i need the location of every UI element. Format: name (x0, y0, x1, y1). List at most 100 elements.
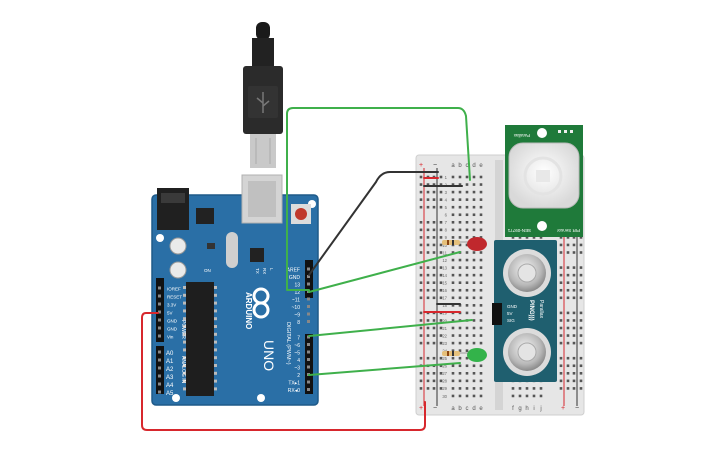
breadboard-row-label: 16 (442, 288, 447, 293)
power-pin[interactable] (158, 310, 161, 314)
power-pin[interactable] (158, 326, 161, 330)
breadboard-row-label: 27 (442, 371, 447, 376)
digital-pin[interactable] (307, 282, 310, 286)
breadboard-row-label: 18 (442, 303, 447, 308)
reset-button[interactable] (291, 204, 311, 224)
digital-pin[interactable] (307, 358, 310, 361)
analog-pin[interactable] (158, 358, 161, 362)
power-pin-label: IOREF (167, 287, 181, 292)
digital-pin[interactable] (307, 365, 310, 369)
power-pin-label: GND (167, 327, 178, 332)
digital-header-top (305, 260, 313, 298)
digital-pin-label: 8 (297, 320, 300, 326)
digital-pin[interactable] (307, 267, 310, 271)
breadboard-col-label: a (451, 163, 455, 169)
digital-pin-label: ~3 (294, 366, 300, 372)
ping-sensor[interactable]: GND 5V SIG PING))) Parallax (492, 240, 557, 382)
analog-pin-label: A4 (166, 383, 174, 389)
breadboard-row-label: 24 (442, 348, 447, 353)
breadboard-row-label: 19 (442, 311, 447, 316)
power-pin-label: 3.3V (167, 303, 176, 308)
arduino-brand-text: ARDUINO (244, 292, 253, 329)
digital-pin[interactable] (307, 380, 310, 384)
breadboard-row-label: 10 (442, 243, 447, 248)
digital-label: DIGITAL (PWM~) (285, 322, 291, 365)
rail-polarity-label: − (433, 405, 437, 412)
analog-pin-label: A2 (166, 367, 174, 373)
ping-line1: PING))) (528, 300, 534, 321)
digital-pin-label: 2 (297, 373, 300, 379)
digital-pin[interactable] (307, 335, 310, 339)
l-label: L (269, 268, 274, 271)
breadboard-row-label: 7 (445, 220, 448, 225)
breadboard-row-label: 26 (442, 364, 447, 369)
breadboard-row-label: 8 (445, 228, 448, 233)
digital-pin-label: 12 (294, 290, 300, 296)
digital-pin[interactable] (307, 343, 310, 346)
analog-pin[interactable] (158, 350, 161, 354)
digital-pin[interactable] (307, 320, 310, 323)
digital-pin[interactable] (307, 275, 310, 278)
breadboard-row-label: 1 (445, 175, 448, 180)
digital-pin[interactable] (307, 388, 310, 391)
tx-label: TX (255, 268, 260, 274)
power-header (156, 278, 164, 342)
breadboard-row-label: 2 (445, 182, 448, 187)
analog-pin[interactable] (158, 390, 161, 394)
power-pin-label: GND (167, 319, 178, 324)
power-pin[interactable] (158, 286, 161, 290)
ping-pin-5v: 5V (507, 311, 513, 316)
pir-line1: PIR Sensor (556, 228, 580, 233)
rail-polarity-label: + (419, 162, 423, 169)
digital-pin-label: GND (289, 275, 301, 281)
arduino-model-text: UNO (261, 340, 277, 371)
breadboard-row-label: 9 (445, 235, 448, 240)
digital-header-bottom (305, 334, 313, 394)
breadboard-row-label: 13 (442, 265, 447, 270)
breadboard-row-label: 22 (442, 333, 447, 338)
breadboard-col-label: j (539, 406, 541, 412)
digital-pin[interactable] (307, 297, 310, 301)
power-pin[interactable] (158, 294, 161, 298)
analog-label: ANALOG IN (180, 356, 186, 384)
breadboard-col-label: d (472, 163, 475, 169)
on-label: ON (204, 268, 211, 273)
analog-pin[interactable] (158, 382, 161, 386)
green-led[interactable] (442, 348, 487, 362)
pir-sensor[interactable]: Parallax PIR Sensor SEN-09771 (505, 125, 583, 237)
breadboard-row-label: 21 (442, 326, 447, 331)
power-label: POWER (180, 320, 186, 339)
digital-pin-label: RX◂0 (288, 388, 300, 394)
breadboard-row-label: 6 (445, 213, 448, 218)
breadboard-col-label: i (533, 406, 534, 412)
wire-red-led (308, 251, 461, 293)
atmega-chip (183, 282, 217, 396)
arduino-uno-board[interactable]: ARDUINO UNO DIGITAL (PWM~) POWER ANALOG … (151, 174, 319, 406)
breadboard-row-label: 28 (442, 379, 447, 384)
breadboard-col-label: c (466, 163, 469, 169)
ping-pin-sig: SIG (507, 318, 515, 323)
power-pin[interactable] (158, 318, 161, 322)
wire-pir-signal (286, 107, 471, 291)
pir-line3: Parallax (513, 133, 530, 138)
digital-pin[interactable] (307, 312, 310, 316)
red-led[interactable] (442, 237, 487, 251)
wires (141, 107, 473, 431)
digital-pin-label: ~9 (294, 313, 300, 319)
breadboard-row-label: 15 (442, 281, 447, 286)
analog-pin-label: A0 (166, 351, 174, 357)
usb-icon (256, 92, 270, 113)
breadboard-row-label: 17 (442, 296, 447, 301)
analog-pin[interactable] (158, 374, 161, 378)
digital-pin[interactable] (307, 305, 310, 308)
power-pin[interactable] (158, 302, 161, 306)
digital-pin-label: ~11 (292, 298, 300, 304)
digital-pin-label: ~6 (294, 343, 300, 349)
analog-pin-label: A5 (166, 391, 174, 397)
analog-pin[interactable] (158, 366, 161, 370)
digital-pin-label: ~5 (294, 351, 300, 357)
power-pin[interactable] (158, 334, 161, 338)
power-pin-label: RESET (167, 295, 182, 300)
digital-pin[interactable] (307, 350, 310, 354)
